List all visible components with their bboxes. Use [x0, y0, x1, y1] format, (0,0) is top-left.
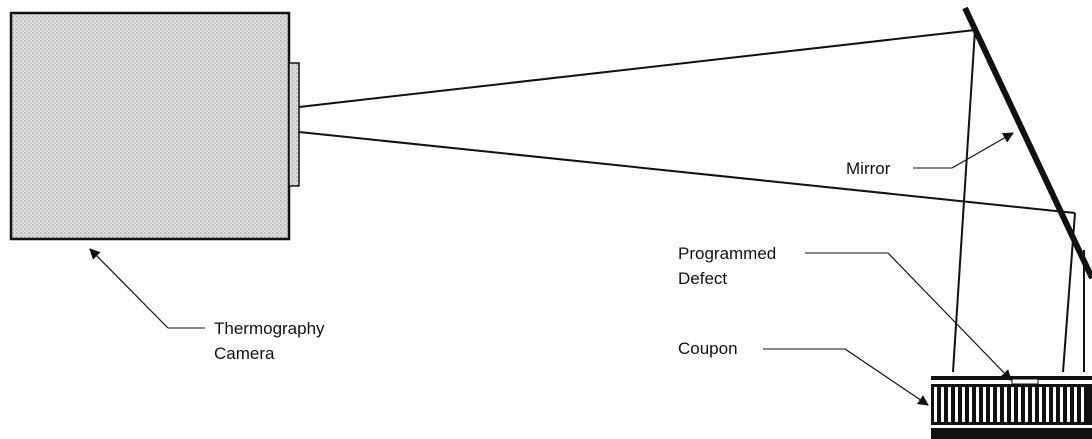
- honeycomb-cell: [1039, 387, 1042, 422]
- honeycomb-cell: [1060, 387, 1063, 422]
- camera-body: [9, 11, 291, 241]
- honeycomb-cell: [1032, 387, 1035, 422]
- honeycomb-cell: [1081, 387, 1084, 422]
- coupon-pointer: [844, 348, 929, 406]
- view-ray-lower: [298, 131, 1076, 214]
- honeycomb-cell: [1053, 387, 1056, 422]
- mirror-label: Mirror: [846, 159, 891, 178]
- coupon-bottom-face: [931, 425, 1092, 428]
- camera-label-line2: Camera: [214, 344, 275, 363]
- camera-lens: [288, 62, 300, 187]
- honeycomb-cell: [976, 387, 979, 422]
- honeycomb-cell: [962, 387, 965, 422]
- view-ray-upper: [298, 29, 976, 108]
- reflected-ray-right: [1062, 212, 1076, 373]
- programmed-defect-label-line2: Defect: [678, 269, 727, 288]
- honeycomb-cell: [955, 387, 958, 422]
- camera-pointer: [89, 248, 169, 329]
- coupon: [931, 376, 1092, 439]
- programmed-defect-pointer: [887, 252, 1012, 381]
- honeycomb-cell: [1025, 387, 1028, 422]
- honeycomb-cell: [1018, 387, 1021, 422]
- honeycomb-cell: [948, 387, 951, 422]
- honeycomb-cell: [941, 387, 944, 422]
- camera-label-line1: Thermography: [214, 319, 325, 338]
- honeycomb-cell: [983, 387, 986, 422]
- honeycomb-cell: [997, 387, 1000, 422]
- reflected-ray-left: [952, 29, 976, 373]
- honeycomb-cell: [969, 387, 972, 422]
- honeycomb-cell: [1046, 387, 1049, 422]
- honeycomb-cell: [1011, 387, 1014, 422]
- honeycomb-cell: [1074, 387, 1077, 422]
- honeycomb-cell: [934, 387, 937, 422]
- honeycomb-cell: [1067, 387, 1070, 422]
- camera: [9, 11, 300, 241]
- honeycomb-cell: [990, 387, 993, 422]
- coupon-honeycomb-core: [934, 387, 1084, 422]
- programmed-defect-label-line1: Programmed: [678, 244, 776, 263]
- mirror: [962, 6, 1092, 280]
- programmed-defect: [1011, 378, 1039, 385]
- coupon-label: Coupon: [678, 339, 738, 358]
- honeycomb-cell: [1004, 387, 1007, 422]
- mirror-pointer: [951, 132, 1014, 169]
